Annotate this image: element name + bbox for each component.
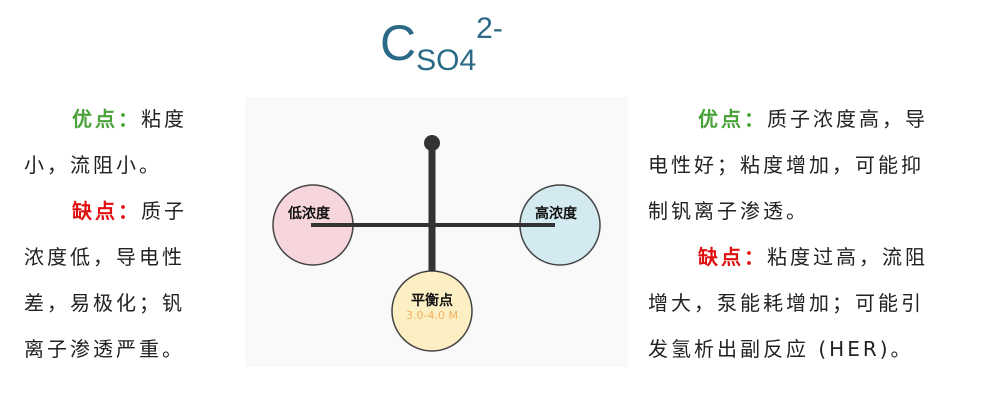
title-formula: CSO42- <box>380 12 503 77</box>
text-line: 质子 <box>141 199 187 223</box>
pivot-knob <box>424 135 440 151</box>
balance-point-label: 平衡点 <box>411 293 453 309</box>
text-line: 浓度低，导电性 <box>24 245 185 269</box>
pro-label: 优点： <box>72 107 141 131</box>
formula-subscript: SO4 <box>416 44 477 77</box>
text-line: 增大，泵能耗增加；可能引 <box>648 291 924 315</box>
formula-main: C <box>380 15 417 71</box>
high-concentration-label: 高浓度 <box>535 206 577 222</box>
con-label: 缺点： <box>72 199 141 223</box>
balance-range-label: 3.0-4.0 M <box>406 309 458 322</box>
pro-label: 优点： <box>698 107 767 131</box>
right-text-column: 优点：质子浓度高，导 电性好；粘度增加，可能抑 制钒离子渗透。 缺点：粘度过高，… <box>648 96 978 372</box>
text-line: 发氢析出副反应 (HER)。 <box>648 337 914 361</box>
text-line: 离子渗透严重。 <box>24 337 185 361</box>
text-line: 质子浓度高，导 <box>767 107 928 131</box>
left-text-column: 优点：粘度 小，流阻小。 缺点：质子 浓度低，导电性 差，易极化；钒 离子渗透严… <box>24 96 214 372</box>
text-line: 粘度过高，流阻 <box>767 245 928 269</box>
text-line: 粘度 <box>141 107 187 131</box>
balance-diagram: 低浓度 高浓度 平衡点 3.0-4.0 M <box>245 97 628 367</box>
text-line: 小，流阻小。 <box>24 153 162 177</box>
text-line: 电性好；粘度增加，可能抑 <box>648 153 924 177</box>
low-concentration-label: 低浓度 <box>288 206 330 222</box>
text-line: 制钒离子渗透。 <box>648 199 809 223</box>
formula-superscript: 2- <box>476 12 503 45</box>
text-line: 差，易极化；钒 <box>24 291 185 315</box>
con-label: 缺点： <box>698 245 767 269</box>
